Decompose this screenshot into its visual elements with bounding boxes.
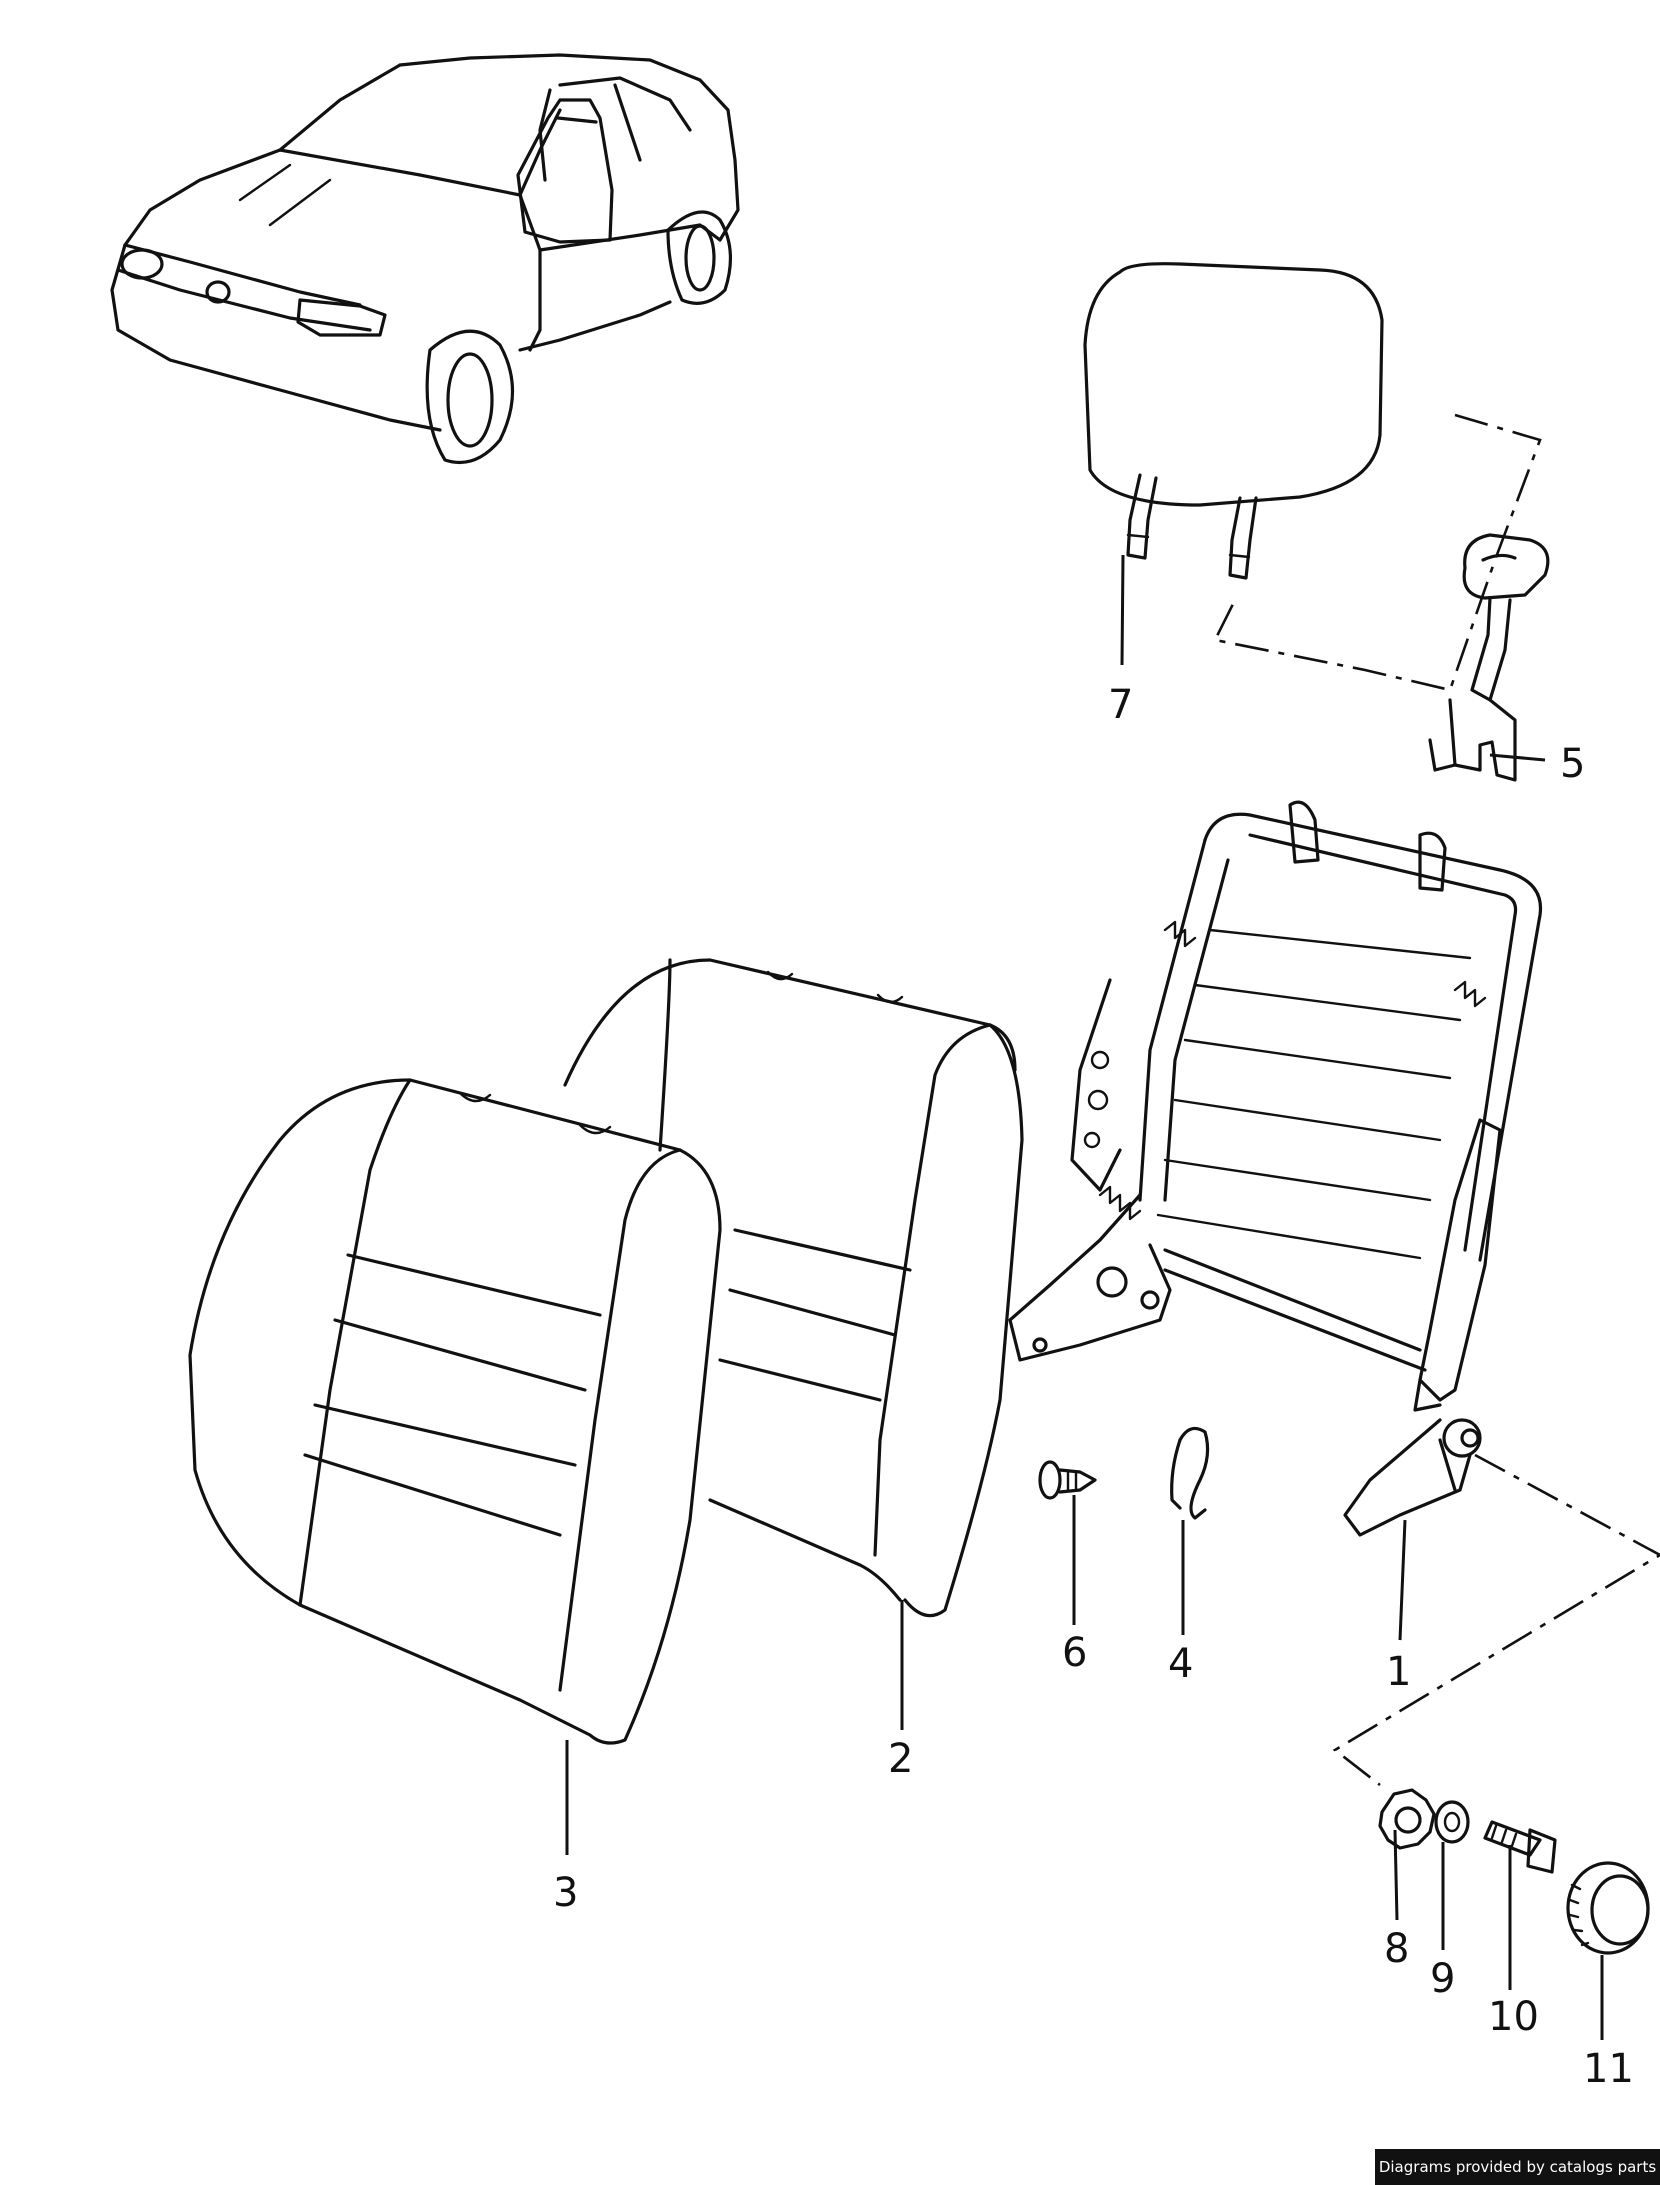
vehicle-locator-illustration: [110, 53, 740, 465]
headrest: [1083, 262, 1384, 580]
callout-7: 7: [1108, 682, 1133, 728]
seat-back-cover-3: [188, 1078, 722, 1745]
knob-assembly-dashed-line: [1332, 1453, 1660, 1787]
bolt-part-10: [1483, 1820, 1557, 1874]
seat-back-cover-2: [563, 958, 1024, 1618]
callout-10: 10: [1488, 1994, 1539, 2040]
callout-9: 9: [1430, 1956, 1455, 2002]
fastener-part-6: [1038, 1460, 1097, 1500]
callout-1: 1: [1386, 1649, 1411, 1695]
washer-part-9: [1434, 1800, 1470, 1844]
callout-11: 11: [1583, 2046, 1634, 2092]
callout-8: 8: [1384, 1926, 1409, 1972]
headrest-guide-dashed-line: [1213, 413, 1542, 692]
callout-5: 5: [1560, 741, 1585, 787]
nut-part-8: [1378, 1788, 1436, 1850]
callout-2: 2: [888, 1736, 913, 1782]
callout-3: 3: [553, 1870, 578, 1916]
diagram-credit-badge: Diagrams provided by catalogs parts: [1375, 2149, 1660, 2185]
clip-part-4: [1170, 1426, 1210, 1520]
callout-4: 4: [1168, 1641, 1193, 1687]
headrest-guide: [1428, 533, 1550, 782]
knob-part-11: [1566, 1861, 1650, 1955]
seat-back-frame: [1008, 800, 1543, 1537]
callout-leader-lines: [565, 554, 1604, 2040]
callout-6: 6: [1062, 1630, 1087, 1676]
